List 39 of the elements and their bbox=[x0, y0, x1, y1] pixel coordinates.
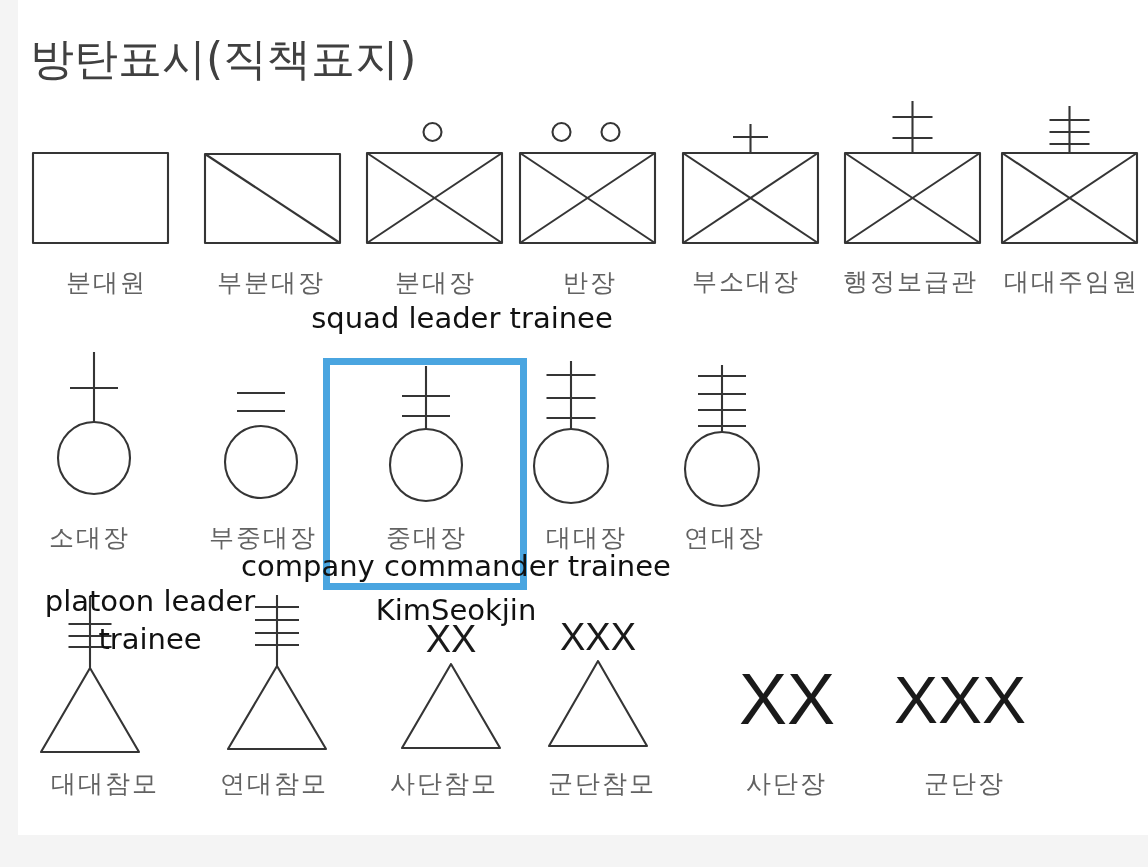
box-rank-symbol-drawing bbox=[518, 121, 657, 245]
symbol-caption: 대대주임원 bbox=[1003, 268, 1139, 294]
symbol-caption: 사단장 bbox=[745, 770, 827, 796]
symbol-caption: 부소대장 bbox=[692, 268, 800, 294]
symbol-caption: 대대장 bbox=[545, 524, 627, 550]
circle-rank-symbol-drawing bbox=[223, 391, 299, 500]
symbol-caption: 반장 bbox=[563, 269, 617, 295]
annotation-text: squad leader trainee bbox=[311, 303, 613, 333]
insignia-mark: XXX bbox=[893, 674, 1027, 726]
box-rank-symbol-drawing bbox=[843, 99, 982, 245]
symbol-caption: 사단참모 bbox=[390, 770, 498, 796]
box-rank-symbol-drawing bbox=[30, 151, 170, 245]
symbol-caption: 대대참모 bbox=[51, 770, 159, 796]
insignia-mark: XX bbox=[739, 671, 835, 727]
triangle-rank-symbol-drawing bbox=[547, 659, 649, 748]
box-rank-symbol-drawing bbox=[365, 121, 504, 245]
symbol-caption: 중대장 bbox=[385, 524, 467, 550]
symbol-caption: 소대장 bbox=[48, 524, 130, 550]
annotation-text: KimSeokjin bbox=[375, 596, 537, 624]
symbol-caption: 행정보급관 bbox=[842, 268, 978, 294]
symbol-caption: 연대장 bbox=[683, 524, 765, 550]
circle-rank-symbol-drawing bbox=[56, 350, 132, 496]
symbol-caption: 군단참모 bbox=[548, 770, 656, 796]
symbol-caption: 연대참모 bbox=[220, 770, 328, 796]
box-rank-symbol-drawing bbox=[1000, 104, 1139, 245]
symbol-caption: 분대원 bbox=[65, 269, 147, 295]
box-rank-symbol-drawing bbox=[203, 152, 342, 245]
symbol-caption: 분대장 bbox=[394, 269, 476, 295]
symbol-caption: 군단장 bbox=[923, 770, 1005, 796]
insignia-mark: XXX bbox=[560, 622, 636, 652]
triangle-rank-symbol-drawing bbox=[400, 662, 502, 750]
circle-rank-symbol-drawing bbox=[532, 359, 610, 505]
circle-rank-symbol-drawing bbox=[388, 364, 464, 503]
circle-rank-symbol-drawing bbox=[683, 363, 761, 508]
symbol-caption: 부중대장 bbox=[209, 524, 317, 550]
symbol-caption: 부분대장 bbox=[217, 269, 325, 295]
page-title: 방탄표시(직책표지) bbox=[30, 36, 417, 82]
insignia-mark: XX bbox=[425, 624, 477, 654]
box-rank-symbol-drawing bbox=[681, 122, 820, 245]
